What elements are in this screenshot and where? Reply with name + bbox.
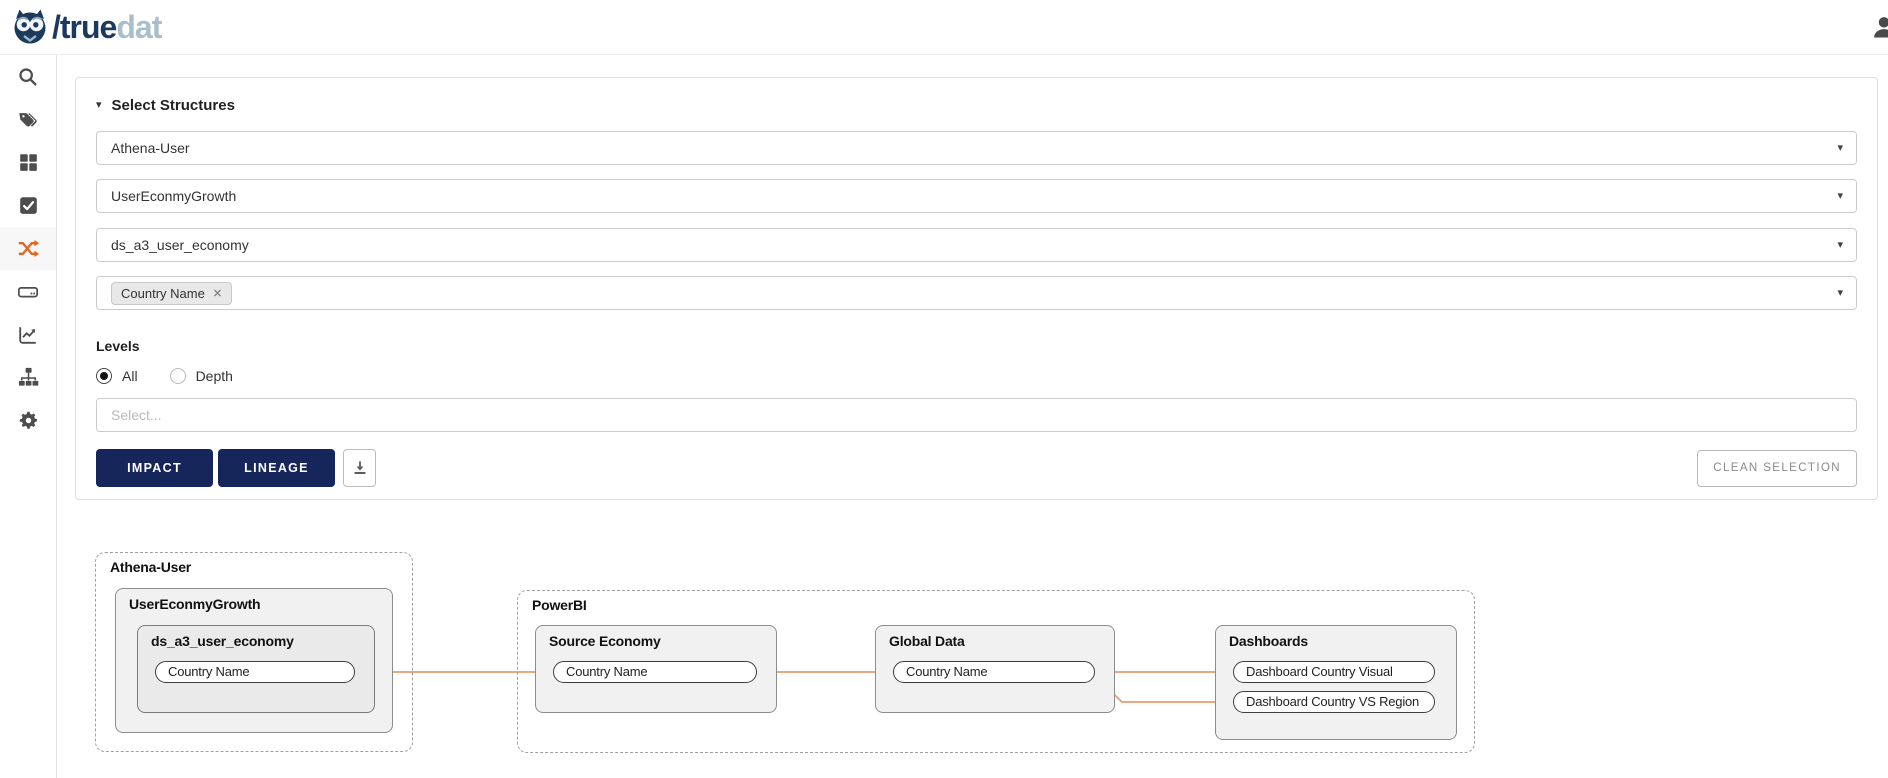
collapse-caret-icon: ▾ xyxy=(96,98,102,111)
truedat-logo[interactable]: /truedat xyxy=(10,7,162,47)
tags-icon xyxy=(17,109,39,131)
table-label: Global Data xyxy=(889,633,965,649)
levels-radio-group: All Depth xyxy=(96,368,1857,384)
field-node-country-name-source-economy[interactable]: Country Name xyxy=(553,661,757,683)
gear-icon xyxy=(18,410,39,431)
sidebar-item-search[interactable] xyxy=(0,55,56,98)
top-header: /truedat xyxy=(0,0,1888,55)
table-label: Source Economy xyxy=(549,633,661,649)
sidebar-item-sources[interactable] xyxy=(0,270,56,313)
levels-select-input[interactable] xyxy=(96,398,1857,432)
chevron-down-icon: ▾ xyxy=(1837,287,1843,300)
group-node-powerbi[interactable]: PowerBI xyxy=(517,590,1475,753)
sidebar-item-tags[interactable] xyxy=(0,98,56,141)
radio-depth-label: Depth xyxy=(195,368,233,384)
structure-dropdown-table[interactable]: ds_a3_user_economy ▾ xyxy=(96,228,1857,262)
field-node-country-name-global-data[interactable]: Country Name xyxy=(893,661,1095,683)
table-label: Dashboards xyxy=(1229,633,1308,649)
shuffle-lineage-icon xyxy=(17,238,40,259)
radio-depth[interactable] xyxy=(169,368,186,384)
section-collapse-toggle[interactable]: ▾ Select Structures xyxy=(96,96,1857,114)
dropdown-value: ds_a3_user_economy xyxy=(111,237,249,253)
user-avatar-icon[interactable] xyxy=(1870,13,1888,41)
group-node-athena-user[interactable]: Athena-User xyxy=(95,552,413,752)
group-label: PowerBI xyxy=(532,597,587,613)
tag-label: Country Name xyxy=(121,285,205,301)
download-icon xyxy=(350,458,370,478)
left-sidebar xyxy=(0,55,57,778)
drive-icon xyxy=(17,281,39,303)
structure-dropdown-system[interactable]: Athena-User ▾ xyxy=(96,131,1857,165)
dropdown-value: Athena-User xyxy=(111,140,190,156)
download-button[interactable] xyxy=(343,449,376,487)
grid-icon xyxy=(18,152,39,173)
levels-label: Levels xyxy=(96,338,140,354)
chevron-down-icon: ▾ xyxy=(1837,190,1843,203)
table-label: ds_a3_user_economy xyxy=(151,633,294,649)
field-node-dashboard-country-visual[interactable]: Dashboard Country Visual xyxy=(1233,661,1435,683)
lineage-button[interactable]: LINEAGE xyxy=(218,449,335,487)
field-node-country-name-source[interactable]: Country Name xyxy=(155,661,355,683)
owl-logo-icon xyxy=(10,7,50,47)
sidebar-item-settings[interactable] xyxy=(0,399,56,442)
sidebar-item-insights[interactable] xyxy=(0,313,56,356)
system-label: UserEconmyGrowth xyxy=(129,596,261,612)
radio-all-label: All xyxy=(122,368,138,384)
sidebar-item-catalog[interactable] xyxy=(0,141,56,184)
sidebar-item-domains[interactable] xyxy=(0,356,56,399)
radio-all[interactable] xyxy=(96,368,112,384)
tasks-check-icon xyxy=(18,195,39,216)
chart-trend-icon xyxy=(17,324,39,346)
group-label: Athena-User xyxy=(110,559,192,575)
logo-wordmark: /truedat xyxy=(52,8,162,45)
sidebar-item-tasks[interactable] xyxy=(0,184,56,227)
field-node-dashboard-country-vs-region[interactable]: Dashboard Country VS Region xyxy=(1233,691,1435,713)
dropdown-value: UserEconmyGrowth xyxy=(111,188,237,204)
chevron-down-icon: ▾ xyxy=(1837,239,1843,252)
sidebar-item-lineage[interactable] xyxy=(0,227,56,270)
chevron-down-icon: ▾ xyxy=(1837,142,1843,155)
selected-field-tag: Country Name ✕ xyxy=(111,281,233,305)
sitemap-icon xyxy=(17,366,40,389)
tag-remove-icon[interactable]: ✕ xyxy=(212,287,223,300)
section-title: Select Structures xyxy=(111,96,235,114)
select-structures-panel: ▾ Select Structures Athena-User ▾ UserEc… xyxy=(75,77,1878,500)
impact-button[interactable]: IMPACT xyxy=(96,449,213,487)
search-icon xyxy=(17,66,39,88)
structure-dropdown-field[interactable]: Country Name ✕ ▾ xyxy=(96,276,1857,310)
clean-selection-button[interactable]: CLEAN SELECTION xyxy=(1697,449,1857,487)
actions-row: IMPACT LINEAGE CLEAN SELECTION xyxy=(96,449,1857,487)
structure-dropdown-group[interactable]: UserEconmyGrowth ▾ xyxy=(96,179,1857,213)
